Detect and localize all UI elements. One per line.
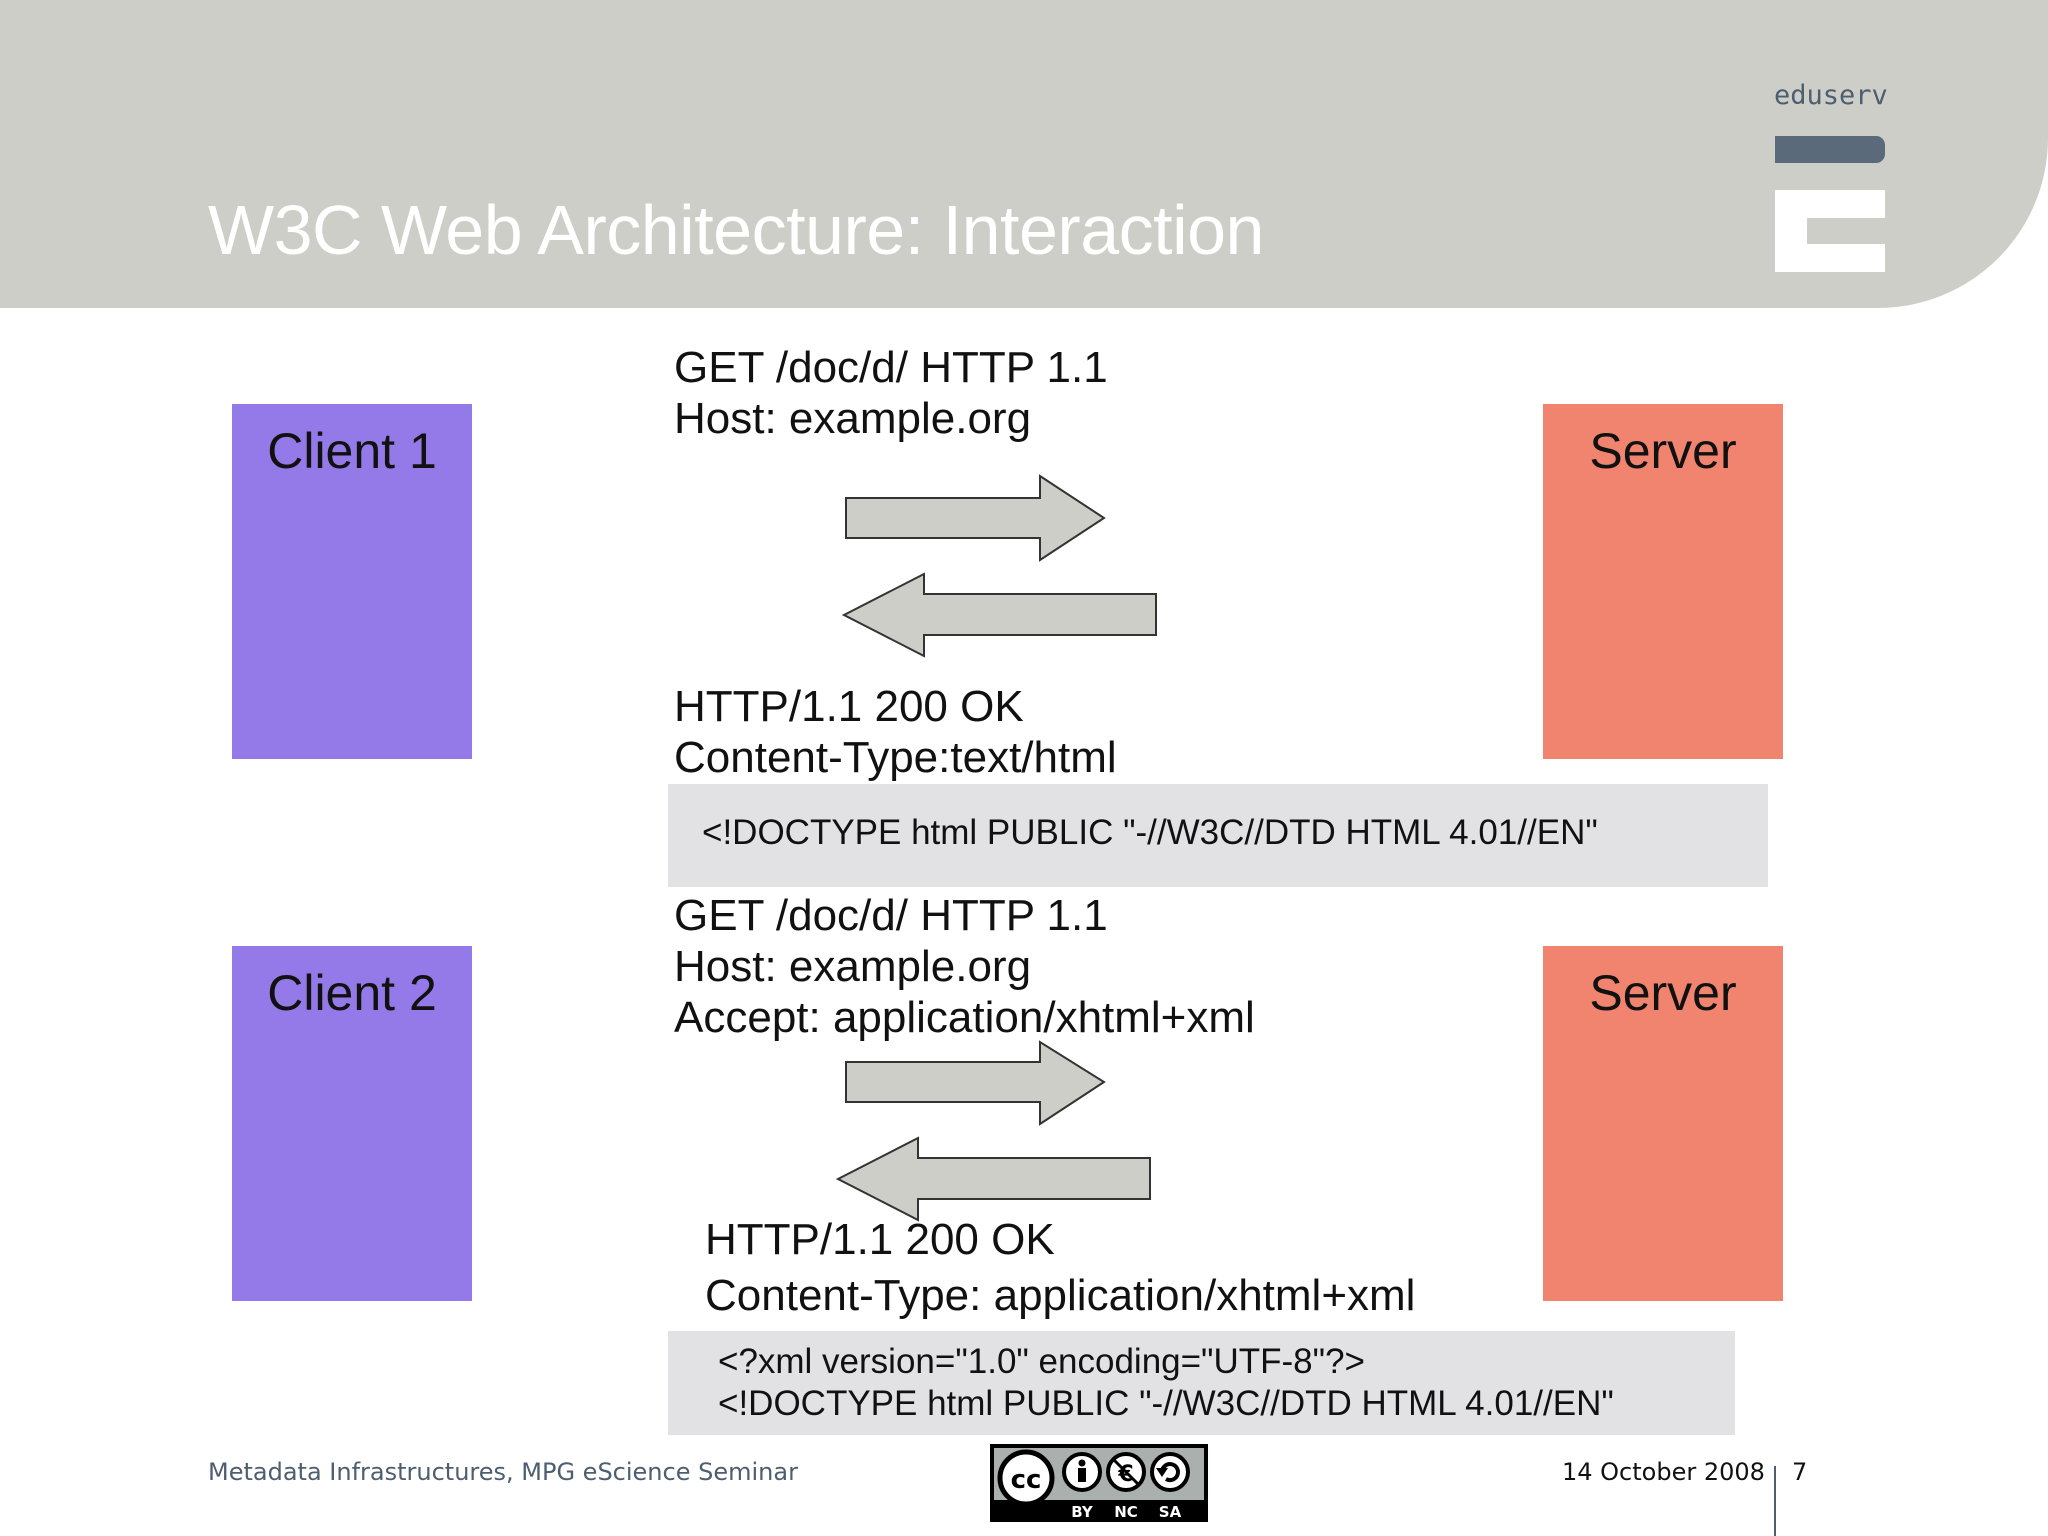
response-2-body-line: <!DOCTYPE html PUBLIC "-//W3C//DTD HTML … — [718, 1384, 1614, 1423]
response-2-text: HTTP/1.1 200 OK Content-Type: applicatio… — [705, 1212, 1415, 1324]
footer-separator — [1774, 1466, 1776, 1536]
response-1-line: Content-Type:text/html — [674, 733, 1117, 782]
response-1-arrow-left — [842, 572, 1157, 658]
header-band — [0, 0, 2048, 308]
response-2-body-text: <?xml version="1.0" encoding="UTF-8"?> <… — [718, 1341, 1614, 1425]
response-2-body-box: <?xml version="1.0" encoding="UTF-8"?> <… — [668, 1331, 1735, 1435]
footer-event: Metadata Infrastructures, MPG eScience S… — [208, 1458, 798, 1486]
request-2-arrow-right — [845, 1040, 1106, 1126]
page-number: 7 — [1792, 1458, 1808, 1486]
cc-nc-label: NC — [1114, 1503, 1138, 1521]
server-2-box: Server — [1543, 946, 1783, 1301]
request-2-line: Host: example.org — [674, 942, 1032, 991]
response-2-arrow-left — [836, 1136, 1151, 1222]
response-2-body-line: <?xml version="1.0" encoding="UTF-8"?> — [718, 1342, 1365, 1381]
request-1-line: Host: example.org — [674, 394, 1032, 443]
request-1-arrow-right — [845, 474, 1106, 562]
server-2-label: Server — [1589, 965, 1737, 1021]
response-2-line: Content-Type: application/xhtml+xml — [705, 1271, 1416, 1320]
server-1-label: Server — [1589, 423, 1737, 479]
brand-logo-text: eduserv — [1774, 80, 1888, 111]
response-1-body-box: <!DOCTYPE html PUBLIC "-//W3C//DTD HTML … — [668, 784, 1768, 887]
client-1-label: Client 1 — [267, 423, 437, 479]
request-2-line: GET /doc/d/ HTTP 1.1 — [674, 891, 1108, 940]
slide-title: W3C Web Architecture: Interaction — [208, 191, 1265, 269]
request-1-line: GET /doc/d/ HTTP 1.1 — [674, 343, 1108, 392]
svg-text:cc: cc — [1011, 1465, 1042, 1495]
server-1-box: Server — [1543, 404, 1783, 759]
client-2-box: Client 2 — [232, 946, 472, 1301]
response-2-line: HTTP/1.1 200 OK — [705, 1215, 1055, 1264]
client-2-label: Client 2 — [267, 965, 437, 1021]
footer-date: 14 October 2008 — [1562, 1458, 1765, 1486]
cc-by-label: BY — [1071, 1503, 1094, 1521]
response-1-body-line: <!DOCTYPE html PUBLIC "-//W3C//DTD HTML … — [702, 813, 1598, 852]
request-1-text: GET /doc/d/ HTTP 1.1 Host: example.org — [674, 342, 1108, 444]
cc-sa-label: SA — [1159, 1503, 1182, 1521]
brand-logo-mark — [1775, 190, 1885, 272]
request-2-line: Accept: application/xhtml+xml — [674, 993, 1255, 1042]
client-1-box: Client 1 — [232, 404, 472, 759]
cc-license-badge-icon: cc € BY NC SA — [990, 1444, 1208, 1522]
response-1-line: HTTP/1.1 200 OK — [674, 682, 1024, 731]
response-1-text: HTTP/1.1 200 OK Content-Type:text/html — [674, 681, 1117, 783]
brand-logo-bar — [1775, 136, 1885, 163]
request-2-text: GET /doc/d/ HTTP 1.1 Host: example.org A… — [674, 890, 1255, 1043]
